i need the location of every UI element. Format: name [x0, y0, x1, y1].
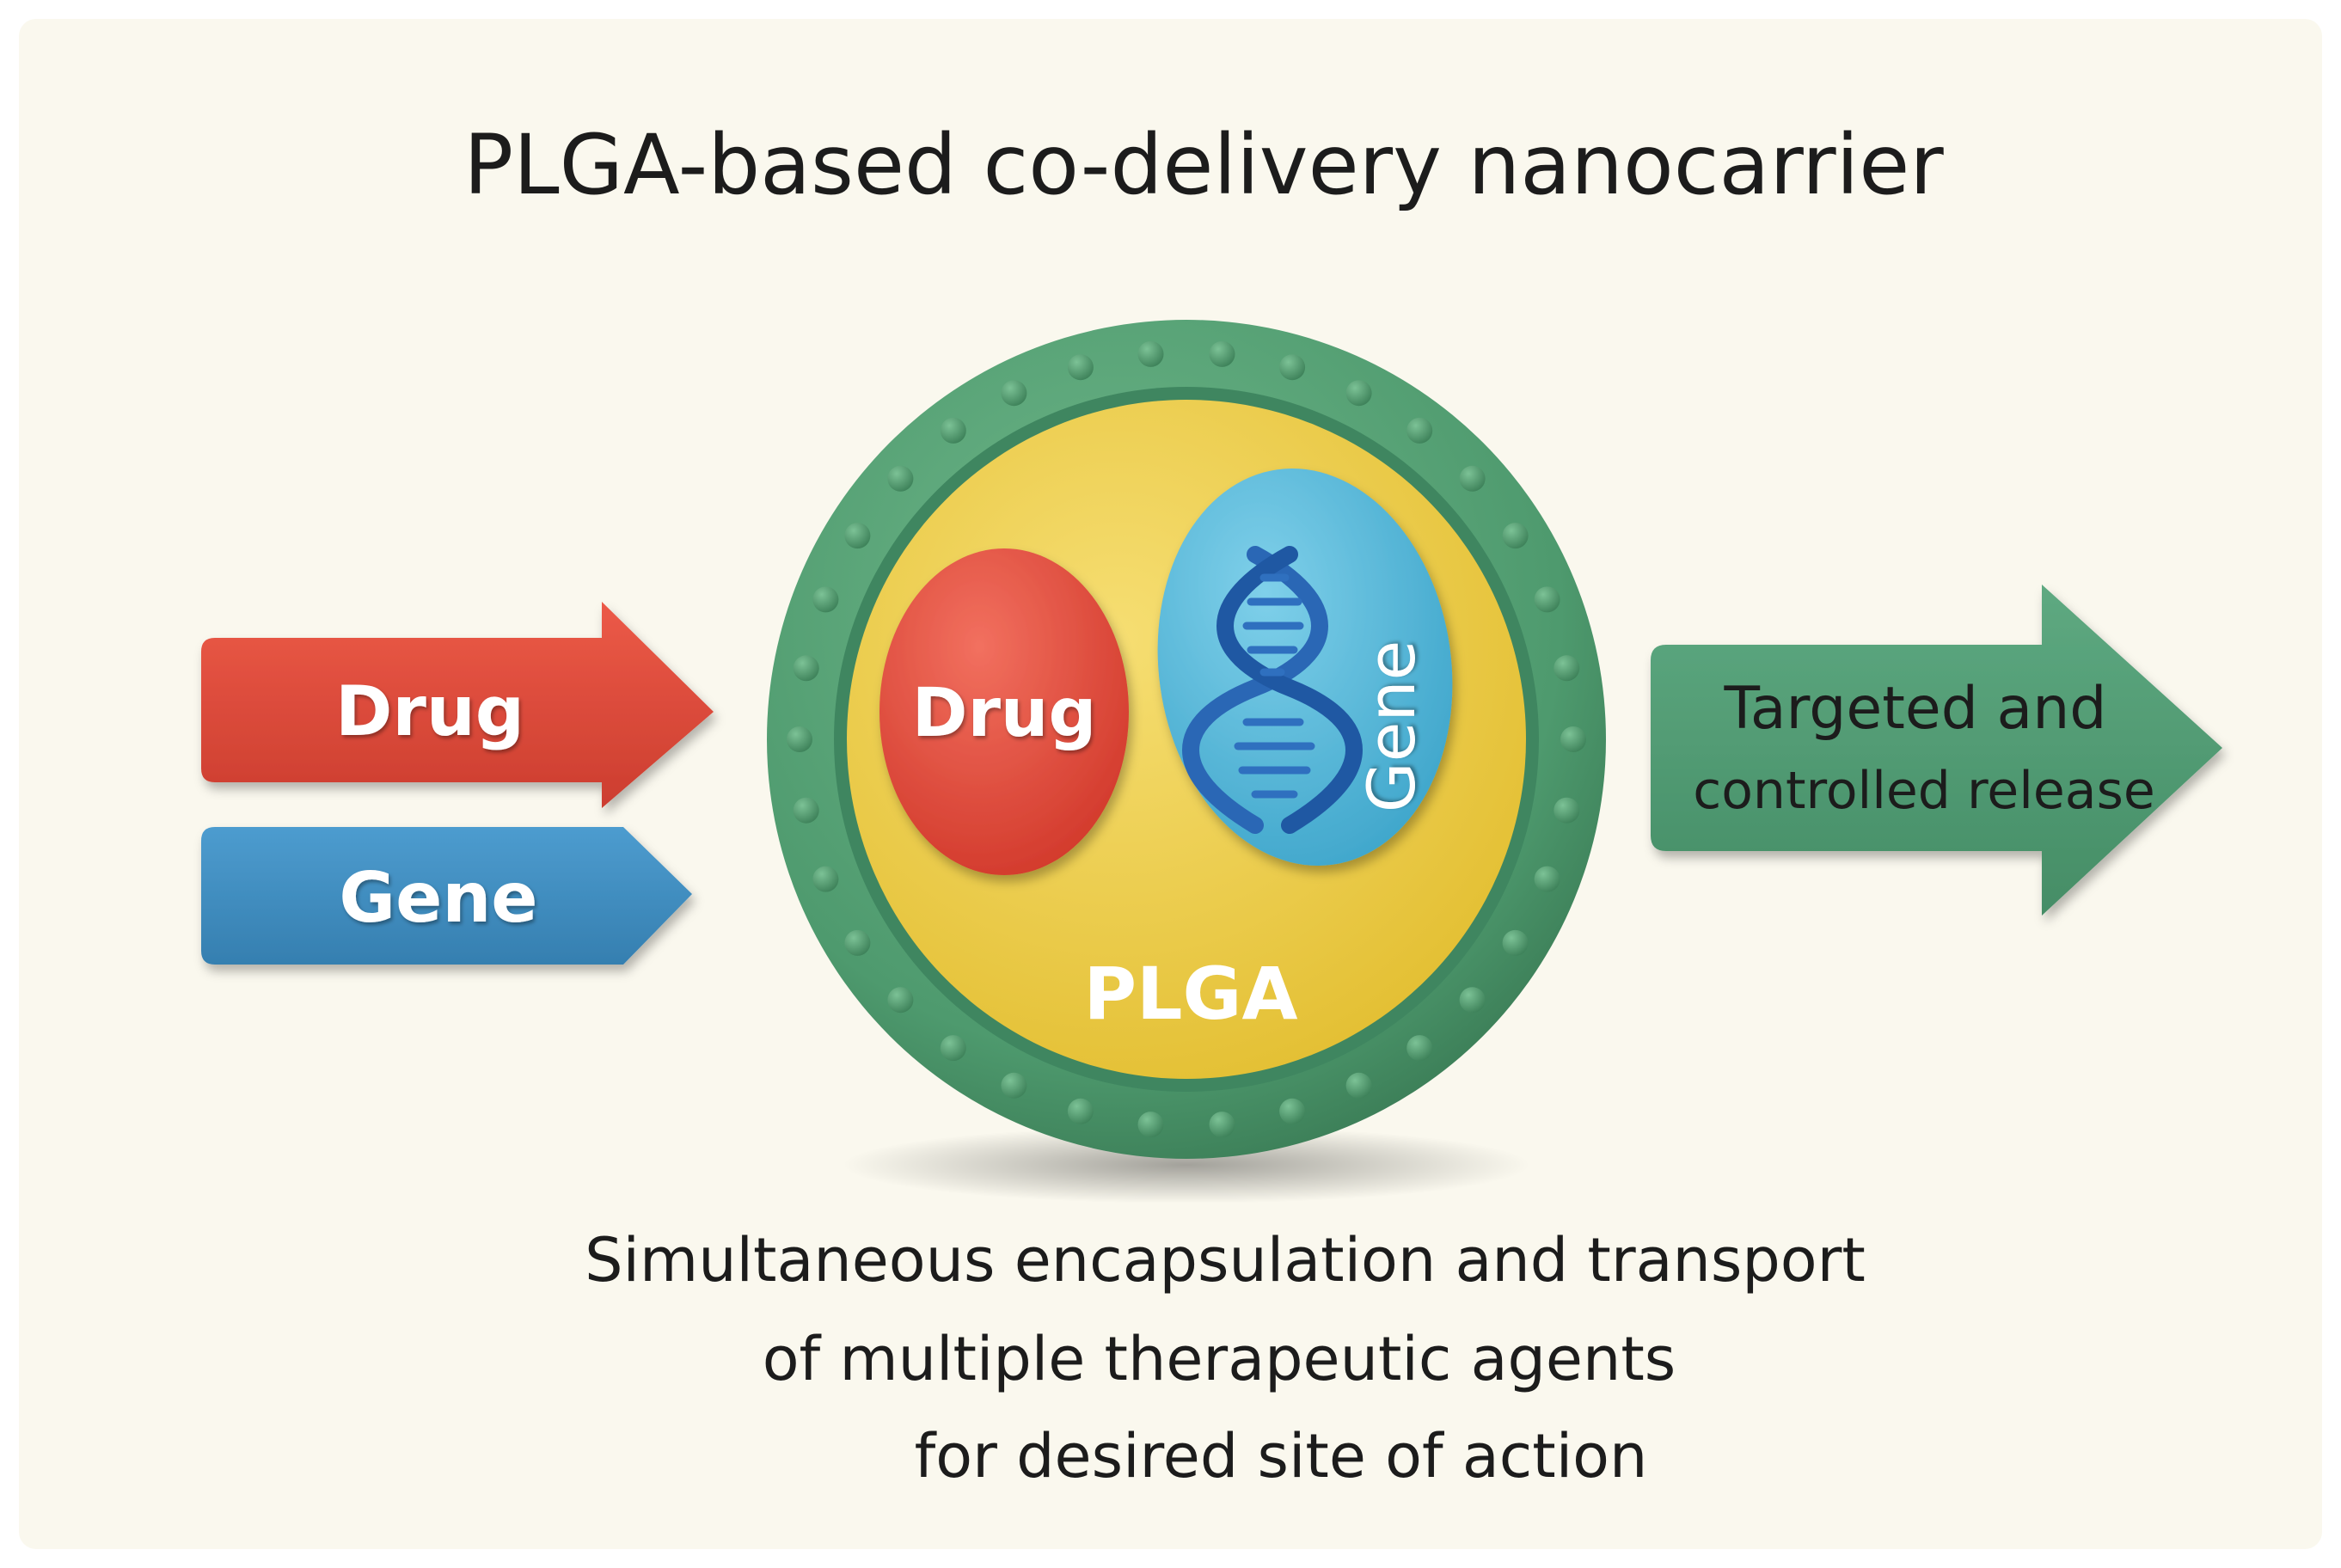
release-output-arrow	[1651, 585, 2222, 916]
shell-bead	[787, 726, 812, 752]
shell-bead	[812, 586, 839, 613]
diagram-title: PLGA-based co-delivery nanocarrier	[463, 117, 1944, 213]
shell-bead	[1137, 340, 1164, 367]
gene-input-label: Gene	[339, 858, 537, 938]
caption-line-3: for desired site of action	[915, 1421, 1648, 1491]
shell-bead	[812, 866, 839, 892]
shell-bead	[1345, 1072, 1372, 1099]
release-label-line1: Targeted and	[1724, 675, 2107, 743]
shell-bead	[793, 797, 819, 824]
release-label-line2: controlled release	[1693, 761, 2155, 821]
shell-bead	[1502, 523, 1529, 549]
shell-bead	[1502, 929, 1529, 956]
shell-bead	[1459, 987, 1486, 1014]
particle-shadow	[843, 1126, 1530, 1204]
shell-bead	[940, 417, 966, 444]
drug-input-label: Drug	[335, 671, 524, 751]
gene-blob-label: Gene	[1353, 640, 1430, 813]
dna-helix-icon	[1182, 546, 1363, 834]
shell-bead	[1209, 340, 1235, 367]
shell-bead	[1067, 354, 1094, 381]
shell-bead	[1345, 380, 1372, 407]
gene-input-arrow	[201, 827, 692, 965]
caption-line-2: of multiple therapeutic agents	[763, 1324, 1676, 1394]
drug-blob	[879, 548, 1129, 875]
nanocarrier-particle: Drug Gene PLGA	[767, 320, 1606, 1204]
shell-bead	[1534, 586, 1560, 613]
shell-bead	[1279, 354, 1306, 381]
plga-matrix-label: PLGA	[1083, 952, 1297, 1036]
shell-bead	[887, 465, 914, 492]
shell-bead	[1534, 866, 1560, 892]
shell-bead	[1279, 1098, 1306, 1124]
shell-bead	[940, 1035, 966, 1062]
drug-input-arrow	[201, 602, 714, 808]
shell-bead-ring	[787, 340, 1586, 1138]
shell-bead	[1554, 797, 1580, 824]
shell-bead	[1001, 380, 1027, 407]
shell-bead	[1067, 1098, 1094, 1124]
shell-bead	[1137, 1112, 1164, 1138]
shell-bead	[1406, 1035, 1433, 1062]
shell-bead	[1209, 1112, 1235, 1138]
shell-bead	[1560, 726, 1586, 752]
shell-bead	[844, 523, 871, 549]
shell-bead	[1459, 465, 1486, 492]
caption-line-1: Simultaneous encapsulation and transport	[585, 1225, 1866, 1295]
shell-bead	[793, 655, 819, 682]
shell-bead	[887, 987, 914, 1014]
shell-bead	[1001, 1072, 1027, 1099]
shell-bead	[1554, 655, 1580, 682]
drug-blob-label: Drug	[912, 675, 1097, 752]
shell-bead	[1406, 417, 1433, 444]
shell-bead	[844, 929, 871, 956]
